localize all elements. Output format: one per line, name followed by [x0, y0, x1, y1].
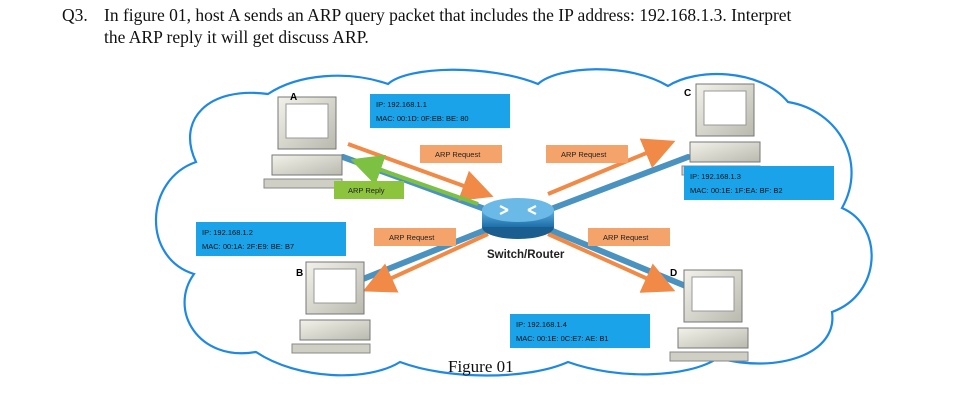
host-d-label: D	[670, 268, 677, 279]
host-b-ip: IP: 192.168.1.2	[202, 228, 253, 237]
host-a-address-box: IP: 192.168.1.1 MAC: 00:1D: 0F:EB: BE: 8…	[370, 94, 510, 128]
arp-request-arrows	[347, 138, 676, 293]
host-c-label: C	[684, 88, 691, 99]
host-b-label: B	[296, 268, 303, 279]
question-number: Q3.	[62, 5, 88, 25]
host-c-address-box: IP: 192.168.1.3 MAC: 00:1E: 1F:EA: BF: B…	[684, 166, 834, 200]
arp-request-tag-d: ARP Request	[588, 228, 670, 246]
host-b-address-box: IP: 192.168.1.2 MAC: 00:1A: 2F:E9: BE: B…	[196, 222, 346, 256]
arp-network-diagram: Switch/Router A C B D IP: 192.168.1.1 MA…	[154, 68, 873, 377]
arp-reply-text: ARP Reply	[348, 186, 385, 195]
arp-request-text: ARP Request	[561, 150, 607, 159]
question-line-1: In figure 01, host A sends an ARP query …	[104, 5, 792, 25]
host-c-computer-icon	[681, 83, 761, 176]
host-b-mac: MAC: 00:1A: 2F:E9: BE: B7	[202, 242, 294, 251]
arp-request-tag-b: ARP Request	[374, 228, 456, 246]
switch-router	[482, 198, 554, 239]
host-d-ip: IP: 192.168.1.4	[516, 320, 567, 329]
host-a-ip: IP: 192.168.1.1	[376, 100, 427, 109]
host-d-mac: MAC: 00:1E: 0C:E7: AE: B1	[516, 334, 609, 343]
question-text: Q3. In figure 01, host A sends an ARP que…	[62, 4, 942, 48]
arp-request-tag-c: ARP Request	[546, 145, 628, 163]
arp-reply-tag: ARP Reply	[334, 181, 404, 199]
router-label: Switch/Router	[487, 249, 565, 261]
arp-reply-arrow	[350, 154, 479, 206]
host-a-label: A	[290, 92, 297, 103]
arp-request-text: ARP Request	[435, 150, 481, 159]
host-a-mac: MAC: 00:1D: 0F:EB: BE: 80	[376, 114, 469, 123]
host-d-computer-icon	[669, 269, 749, 362]
host-b-computer-icon	[291, 261, 371, 354]
figure-caption: Figure 01	[448, 357, 514, 376]
arp-request-text: ARP Request	[603, 233, 649, 242]
arp-request-tag-a: ARP Request	[420, 145, 502, 163]
host-c-ip: IP: 192.168.1.3	[690, 172, 741, 181]
question-line-2: the ARP reply it will get discuss ARP.	[104, 27, 369, 47]
host-a-computer-icon	[263, 96, 343, 189]
host-d-address-box: IP: 192.168.1.4 MAC: 00:1E: 0C:E7: AE: B…	[510, 314, 650, 348]
network-cloud-outline	[154, 68, 873, 377]
arp-request-text: ARP Request	[389, 233, 435, 242]
host-c-mac: MAC: 00:1E: 1F:EA: BF: B2	[690, 186, 783, 195]
